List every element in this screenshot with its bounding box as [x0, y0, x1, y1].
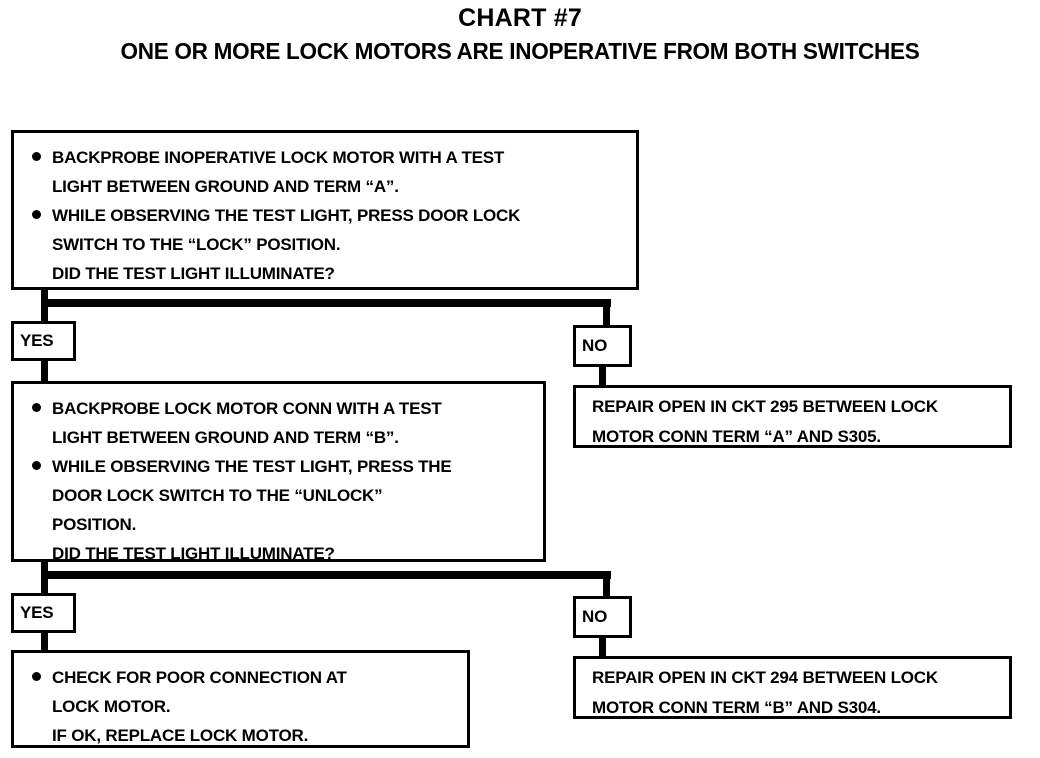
bullet-icon [22, 143, 52, 172]
repair-text: REPAIR OPEN IN CKT 294 BETWEEN LOCK [592, 668, 938, 687]
instruction-text: CHECK FOR POOR CONNECTION AT [52, 668, 347, 687]
instruction-line: LOCK MOTOR. [22, 692, 459, 721]
instruction-line: DOOR LOCK SWITCH TO THE “UNLOCK” [22, 481, 535, 510]
repair-ckt-295-content: REPAIR OPEN IN CKT 295 BETWEEN LOCK MOTO… [576, 388, 1009, 456]
final-action-content: CHECK FOR POOR CONNECTION AT LOCK MOTOR.… [14, 653, 467, 758]
bullet-icon [22, 452, 52, 481]
repair-ckt-294-content: REPAIR OPEN IN CKT 294 BETWEEN LOCK MOTO… [576, 659, 1009, 727]
instruction-line: CHECK FOR POOR CONNECTION AT [22, 663, 459, 692]
instruction-line: BACKPROBE INOPERATIVE LOCK MOTOR WITH A … [22, 143, 628, 172]
connector-no2-to-repair2 [599, 634, 606, 656]
branch-yes-1[interactable]: YES [11, 321, 76, 361]
instruction-text: LIGHT BETWEEN GROUND AND TERM “B”. [52, 428, 399, 447]
bullet-icon [22, 201, 52, 230]
connector-no1-to-repair1 [599, 363, 606, 385]
instruction-text: DOOR LOCK SWITCH TO THE “UNLOCK” [52, 486, 383, 505]
instruction-text: POSITION. [52, 515, 137, 534]
connector-branch-bar-2 [41, 571, 611, 579]
instruction-text: BACKPROBE LOCK MOTOR CONN WITH A TEST [52, 399, 442, 418]
test-step-2-box[interactable]: BACKPROBE LOCK MOTOR CONN WITH A TEST LI… [11, 381, 546, 563]
branch-label-no: NO [582, 607, 608, 626]
repair-text: REPAIR OPEN IN CKT 295 BETWEEN LOCK [592, 397, 938, 416]
connector-yes2-stem [41, 571, 48, 596]
question-text: DID THE TEST LIGHT ILLUMINATE? [52, 544, 335, 563]
connector-no1-stem [603, 299, 610, 327]
repair-text: MOTOR CONN TERM “B” AND S304. [592, 698, 881, 717]
repair-ckt-295-box[interactable]: REPAIR OPEN IN CKT 295 BETWEEN LOCK MOTO… [573, 385, 1012, 448]
instruction-line: DID THE TEST LIGHT ILLUMINATE? [22, 539, 535, 568]
test-step-1-box[interactable]: BACKPROBE INOPERATIVE LOCK MOTOR WITH A … [11, 130, 639, 290]
instruction-text: IF OK, REPLACE LOCK MOTOR. [52, 726, 309, 745]
connector-branch-bar-1 [41, 299, 611, 307]
page-title: CHART #7 [458, 4, 582, 32]
branch-no-1[interactable]: NO [573, 325, 632, 367]
repair-ckt-294-box[interactable]: REPAIR OPEN IN CKT 294 BETWEEN LOCK MOTO… [573, 656, 1012, 719]
instruction-text: WHILE OBSERVING THE TEST LIGHT, PRESS TH… [52, 457, 452, 476]
bullet-icon [22, 394, 52, 423]
instruction-text: LOCK MOTOR. [52, 697, 171, 716]
connector-step1-stem [41, 288, 48, 306]
repair-text: MOTOR CONN TERM “A” AND S305. [592, 427, 881, 446]
instruction-line: SWITCH TO THE “LOCK” POSITION. [22, 230, 628, 259]
branch-label-yes: YES [20, 603, 54, 622]
instruction-text: WHILE OBSERVING THE TEST LIGHT, PRESS DO… [52, 206, 521, 225]
branch-label-yes: YES [20, 331, 54, 350]
instruction-line: LIGHT BETWEEN GROUND AND TERM “B”. [22, 423, 535, 452]
instruction-line: IF OK, REPLACE LOCK MOTOR. [22, 721, 459, 750]
instruction-text: SWITCH TO THE “LOCK” POSITION. [52, 235, 341, 254]
final-action-box[interactable]: CHECK FOR POOR CONNECTION AT LOCK MOTOR.… [11, 650, 470, 748]
page-subtitle: ONE OR MORE LOCK MOTORS ARE INOPERATIVE … [120, 38, 920, 64]
instruction-line: WHILE OBSERVING THE TEST LIGHT, PRESS TH… [22, 452, 535, 481]
connector-yes2-to-final [41, 630, 48, 652]
instruction-text: LIGHT BETWEEN GROUND AND TERM “A”. [52, 177, 399, 196]
instruction-line: DID THE TEST LIGHT ILLUMINATE? [22, 259, 628, 288]
instruction-line: WHILE OBSERVING THE TEST LIGHT, PRESS DO… [22, 201, 628, 230]
test-step-2-content: BACKPROBE LOCK MOTOR CONN WITH A TEST LI… [14, 384, 543, 576]
connector-no2-stem [603, 571, 610, 599]
branch-no-2[interactable]: NO [573, 596, 632, 638]
instruction-line: LIGHT BETWEEN GROUND AND TERM “A”. [22, 172, 628, 201]
bullet-icon [22, 663, 52, 692]
instruction-text: BACKPROBE INOPERATIVE LOCK MOTOR WITH A … [52, 148, 505, 167]
connector-yes1-to-step2 [41, 358, 48, 383]
branch-yes-2[interactable]: YES [11, 593, 76, 633]
test-step-1-content: BACKPROBE INOPERATIVE LOCK MOTOR WITH A … [14, 133, 636, 296]
instruction-line: BACKPROBE LOCK MOTOR CONN WITH A TEST [22, 394, 535, 423]
connector-step2-stem [41, 560, 48, 577]
branch-label-no: NO [582, 336, 608, 355]
instruction-line: POSITION. [22, 510, 535, 539]
connector-yes1-stem [41, 299, 48, 324]
question-text: DID THE TEST LIGHT ILLUMINATE? [52, 264, 335, 283]
